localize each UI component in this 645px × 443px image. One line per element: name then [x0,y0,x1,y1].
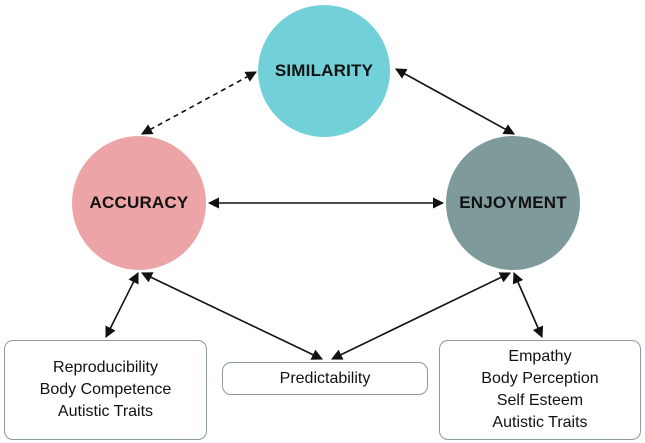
node-enjoyment: ENJOYMENT [446,136,580,270]
factor-body-competence: Body Competence [39,381,172,398]
factor-reproducibility: Reproducibility [53,359,158,376]
node-accuracy-label: ACCURACY [89,193,189,212]
node-enjoyment-label: ENJOYMENT [459,193,567,212]
edge-accuracy-center-box [140,272,324,360]
shared-factor-box: Predictability [222,362,428,395]
factor-predictability: Predictability [279,369,371,387]
factor-empathy: Empathy [508,348,572,365]
enjoyment-factors-box: Empathy Body Perception Self Esteem Auti… [439,340,641,440]
accuracy-factors-box: Reproducibility Body Competence Autistic… [4,340,207,440]
factor-autistic-traits: Autistic Traits [57,403,154,420]
edge-accuracy-similarity [141,71,257,135]
factor-autistic-traits-2: Autistic Traits [492,414,588,431]
node-similarity-label: SIMILARITY [274,61,374,80]
factor-body-perception: Body Perception [481,370,599,387]
node-similarity: SIMILARITY [258,5,390,137]
node-accuracy: ACCURACY [72,136,206,270]
edge-enjoyment-right-box [512,271,544,339]
edge-accuracy-left-box [105,271,139,339]
factor-self-esteem: Self Esteem [496,392,584,409]
edge-enjoyment-center-box [330,272,512,360]
edge-similarity-enjoyment [395,68,515,135]
